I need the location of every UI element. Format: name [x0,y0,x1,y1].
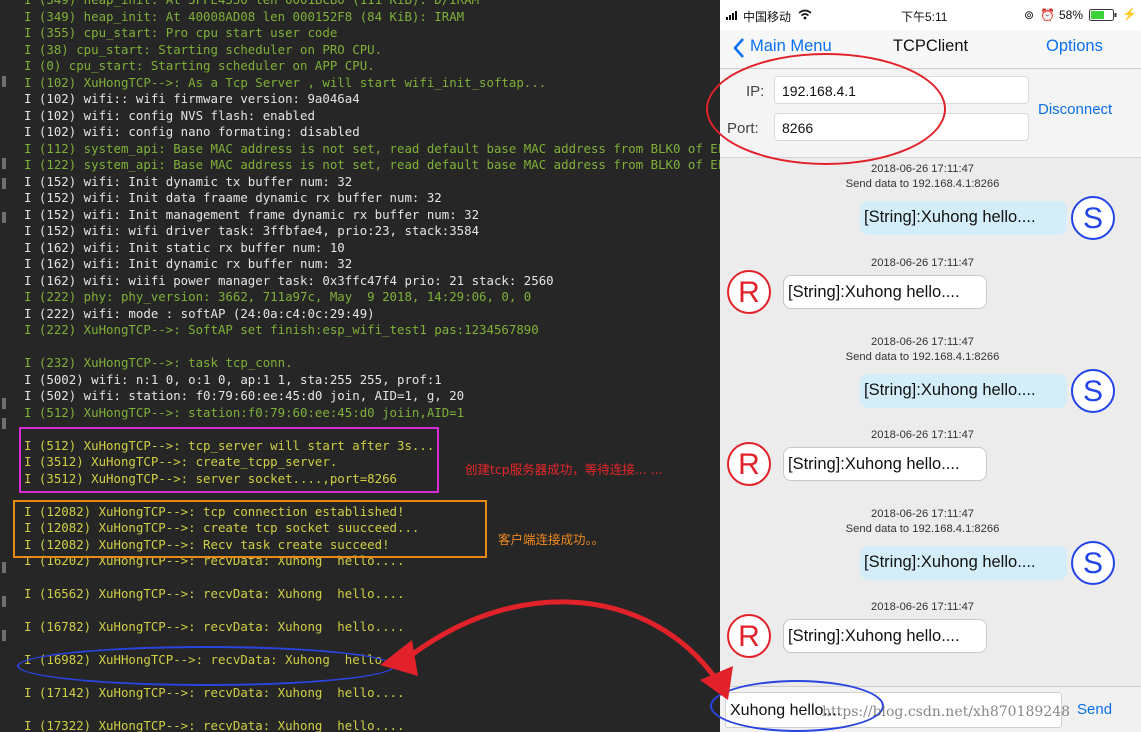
gutter-marker [2,178,6,189]
sent-message-bubble: [String]:Xuhong hello.... [860,201,1067,235]
log-line: I (355) cpu_start: Pro cpu start user co… [24,25,338,40]
watermark: https://blog.csdn.net/xh870189248 [822,704,1071,720]
log-line: I (102) XuHongTCP-->: As a Tcp Server , … [24,74,547,90]
log-line: I (3512) XuHongTCP-->: create_tcpp_serve… [24,454,338,469]
log-line: I (349) heap_init: At 3FFE4350 len 0001B… [24,0,479,8]
log-line: I (102) wifi:: wifi firmware version: 9a… [24,91,360,106]
gutter-marker [2,562,6,573]
status-time: 下午5:11 [901,10,948,24]
log-line: I (162) wifi: Init dynamic rx buffer num… [24,256,353,271]
log-line: I (16782) XuHongTCP-->: recvData: Xuhong… [24,619,405,634]
log-line: I (222) wifi: mode : softAP (24:0a:c4:0c… [24,305,375,321]
log-line: I (122) system_api: Base MAC address is … [24,157,720,172]
log-line: I (162) wifi: wiifi power manager task: … [24,272,554,288]
main-menu-button[interactable]: Main Menu [750,37,832,55]
log-line: I (17142) XuHongTCP-->: recvData: Xuhong… [24,685,405,700]
log-line: I (152) wifi: Init management frame dyna… [24,206,480,222]
message-timestamp: 2018-06-26 17:11:47 [870,336,975,348]
log-line: I (16562) XuHongTCP-->: recvData: Xuhong… [24,586,405,601]
log-line: I (512) XuHongTCP-->: station:f0:79:60:e… [24,404,465,420]
client-note: 客户端连接成功。。 [498,532,605,547]
log-line: I (5002) wifi: n:1 0, o:1 0, ap:1 1, sta… [24,371,442,387]
server-note: 创建tcp服务器成功，等待连接... ... [465,462,663,477]
charging-icon: ⚡ [1122,7,1137,21]
message-destination: Send data to 192.168.4.1:8266 [845,351,1000,363]
log-line: I (152) wifi: Init dynamic tx buffer num… [24,173,353,189]
log-line: I (3512) XuHongTCP-->: server socket....… [24,470,397,486]
gutter-marker [2,418,6,429]
log-line: I (162) wifi: Init static rx buffer num:… [24,239,345,255]
log-line: I (502) wifi: station: f0:79:60:ee:45:d0… [24,388,465,403]
log-line: I (152) wifi: wifi driver task: 3ffbfae4… [24,223,480,238]
receiver-avatar: R [727,614,771,658]
message-timestamp: 2018-06-26 17:11:47 [870,163,975,175]
gutter-marker [2,630,6,641]
disconnect-button[interactable]: Disconnect [1038,101,1113,118]
alarm-icon: ⏰ [1040,8,1055,22]
message-destination: Send data to 192.168.4.1:8266 [845,178,1000,190]
server-start-highlight-box [19,427,439,493]
message-destination: Send data to 192.168.4.1:8266 [845,523,1000,535]
log-line: I (0) cpu_start: Starting scheduler on A… [24,58,375,73]
client-connected-highlight-box [13,500,487,558]
input-highlight-ellipse [710,680,884,732]
status-bar: 中国移动 下午5:11 ⊚ ⏰ 58% ⚡ [720,0,1141,30]
log-line: I (512) XuHongTCP-->: tcp_server will st… [24,437,435,453]
sender-avatar: S [1071,196,1115,240]
recv-data-highlight-ellipse [17,646,395,686]
sender-avatar: S [1071,541,1115,585]
receiver-avatar: R [727,270,771,314]
log-line: I (152) wifi: Init data fraame dynamic r… [24,190,442,205]
log-line: I (222) XuHongTCP-->: SoftAP set finish:… [24,322,539,337]
message-timestamp: 2018-06-26 17:11:47 [870,508,975,520]
sent-message-bubble: [String]:Xuhong hello.... [860,374,1067,408]
received-message-bubble: [String]:Xuhong hello.... [783,619,987,653]
battery-icon [1089,9,1117,21]
gutter-marker [2,212,6,223]
battery-percent: 58% [1059,8,1084,22]
log-line: I (12082) XuHongTCP-->: tcp connection e… [24,503,405,519]
log-line: I (112) system_api: Base MAC address is … [24,140,720,156]
gutter-marker [2,398,6,409]
carrier-label: 中国移动 [743,10,792,24]
log-line: I (38) cpu_start: Starting scheduler on … [24,41,383,57]
log-line: I (17322) XuHongTCP-->: recvData: Xuhong… [24,718,405,732]
message-timestamp: 2018-06-26 17:11:47 [870,257,975,269]
log-line: I (222) phy: phy_version: 3662, 711a97c,… [24,289,532,304]
received-message-bubble: [String]:Xuhong hello.... [783,447,987,481]
wifi-icon [798,9,812,20]
connection-highlight-ellipse [706,53,946,165]
message-timestamp: 2018-06-26 17:11:47 [870,601,975,613]
receiver-avatar: R [727,442,771,486]
sent-message-bubble: [String]:Xuhong hello.... [860,546,1067,580]
log-line: I (349) heap_init: At 40008AD08 len 0001… [24,8,465,24]
log-line: I (12082) XuHongTCP-->: Recv task create… [24,536,390,552]
received-message-bubble: [String]:Xuhong hello.... [783,275,987,309]
log-line: I (232) XuHongTCP-->: task tcp_conn. [24,355,293,370]
message-timestamp: 2018-06-26 17:11:47 [870,429,975,441]
gutter-marker [2,76,6,87]
log-line: I (12082) XuHongTCP-->: create tcp socke… [24,520,420,535]
gutter-marker [2,596,6,607]
signal-icon [726,11,737,20]
log-line: I (102) wifi: config nano formating: dis… [24,124,360,139]
rotation-lock-icon: ⊚ [1024,8,1035,22]
chevron-left-icon[interactable] [732,37,746,59]
terminal-log: I (349) heap_init: At 3FFE4350 len 0001B… [0,0,720,732]
gutter-marker [2,158,6,169]
sender-avatar: S [1071,369,1115,413]
log-line: I (102) wifi: config NVS flash: enabled [24,107,315,123]
send-button[interactable]: Send [1077,701,1113,718]
options-button[interactable]: Options [1046,37,1103,55]
